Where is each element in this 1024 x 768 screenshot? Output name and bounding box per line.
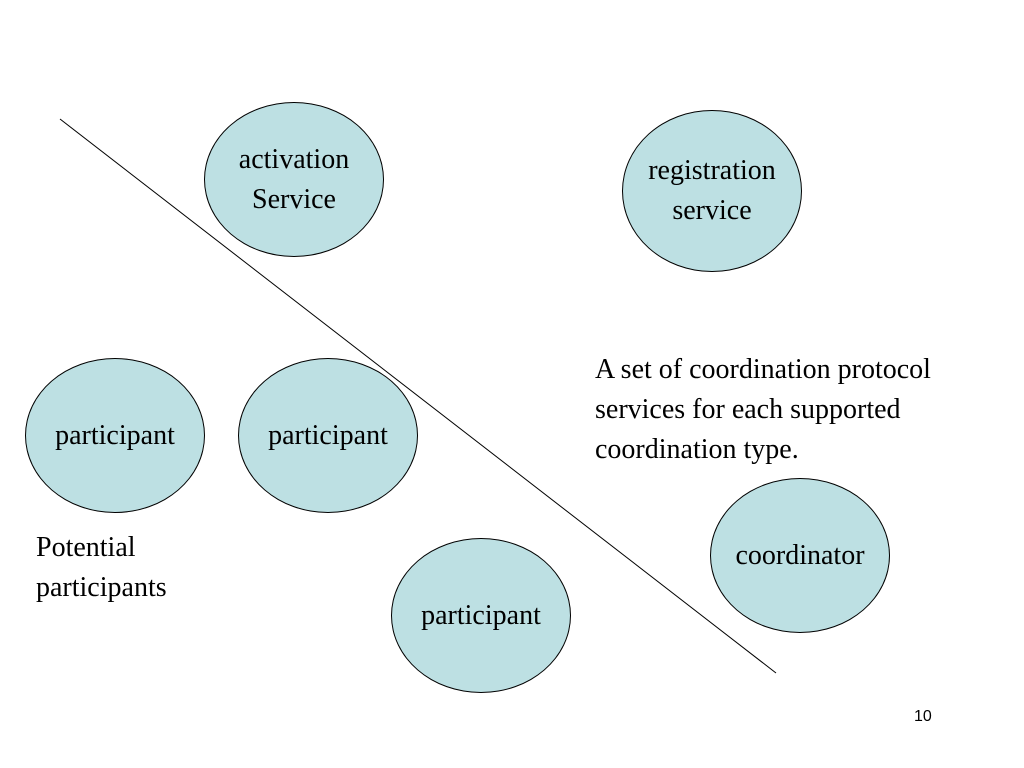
- registration-service-node: registration service: [622, 110, 802, 272]
- participant-node-left: participant: [25, 358, 205, 513]
- coordinator-node: coordinator: [710, 478, 890, 633]
- coordinator-label: coordinator: [735, 539, 865, 571]
- protocol-services-note: A set of coordination protocol services …: [595, 354, 931, 465]
- registration-service-label: registration service: [648, 155, 776, 226]
- participant-label: participant: [268, 419, 388, 451]
- diagonal-divider-line: [59, 118, 777, 674]
- activation-service-node: activation Service: [204, 102, 384, 257]
- activation-service-label: activation Service: [238, 143, 350, 215]
- participant-node-bottom: participant: [391, 538, 571, 693]
- participant-node-middle: participant: [238, 358, 418, 513]
- potential-participants-note: Potential participants: [36, 532, 167, 603]
- page-number: 10: [914, 708, 932, 725]
- participant-label: participant: [55, 419, 175, 451]
- participant-label: participant: [421, 599, 541, 631]
